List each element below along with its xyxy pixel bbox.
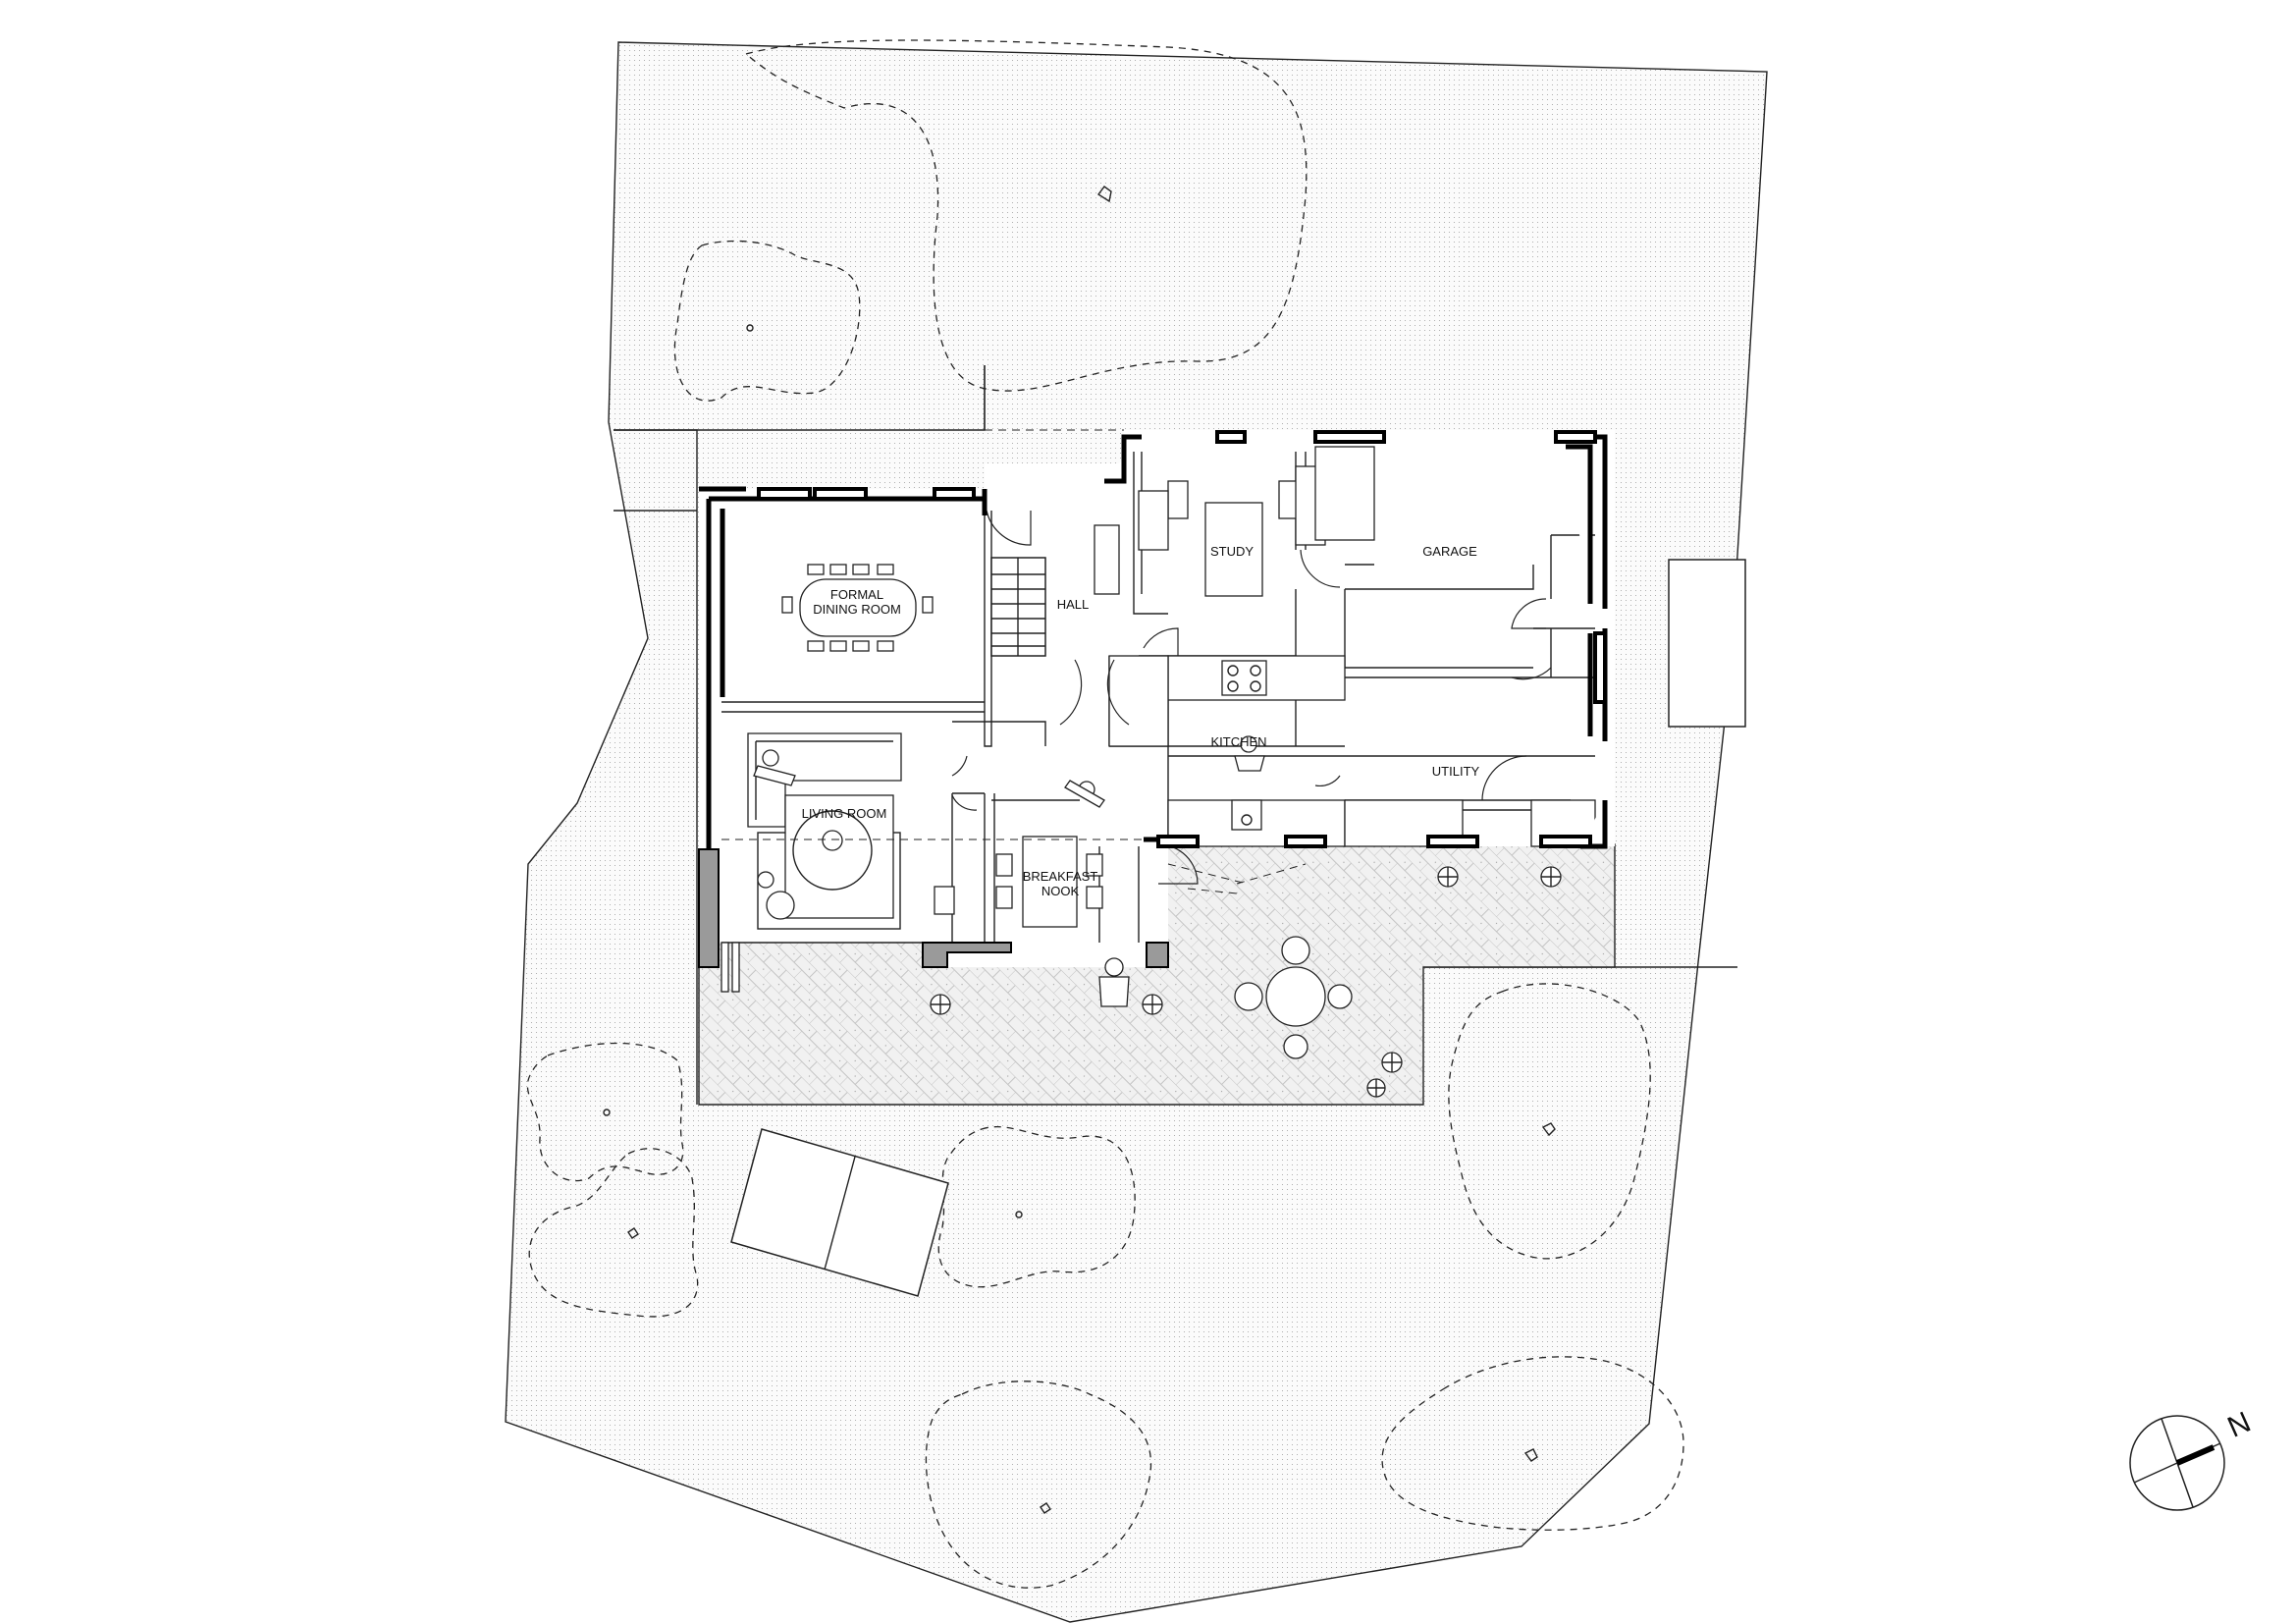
hob-icon (1221, 660, 1267, 696)
staircase (990, 557, 1046, 657)
chair-icon (934, 886, 955, 915)
tree-canopy (744, 39, 1308, 392)
room-label-study: STUDY (1210, 544, 1254, 559)
person-icon (1064, 780, 1105, 808)
room-label-formal-dining-line: FORMAL (830, 587, 883, 602)
person-icon (1234, 735, 1265, 772)
room-label-garage: GARAGE (1422, 544, 1477, 559)
room-label-kitchen: KITCHEN (1210, 734, 1266, 749)
tree-canopy (1448, 983, 1651, 1260)
windows (757, 430, 1607, 848)
living-room-rug (757, 794, 901, 930)
trees (526, 39, 1684, 1589)
tree-canopy (1381, 1356, 1684, 1531)
sink-icon (1231, 799, 1262, 831)
shrub-icon (1142, 994, 1163, 1015)
shrubs (930, 866, 1562, 1098)
overhead-lines (721, 429, 1307, 894)
shrub-icon (1366, 1078, 1386, 1098)
garage-shelves (1094, 446, 1375, 595)
room-label-hall: HALL (1057, 597, 1090, 612)
shrub-icon (1437, 866, 1459, 888)
north-label: N (2223, 1406, 2256, 1444)
shrub-icon (930, 994, 951, 1015)
patio-table (1234, 936, 1353, 1059)
shrub-icon (1540, 866, 1562, 888)
tree-canopy (925, 1380, 1152, 1589)
room-label-breakfast-nook-line: NOOK (1041, 884, 1080, 898)
living-room-sofa (747, 732, 902, 828)
north-arrow-icon: N (2129, 1406, 2256, 1511)
house (698, 429, 1615, 993)
tree-canopy (937, 1125, 1136, 1288)
tree-canopy (673, 240, 861, 402)
person-icon (1098, 957, 1130, 1007)
breakfast-table (995, 836, 1103, 928)
person-icon (753, 749, 796, 786)
parking-pad (1668, 559, 1746, 728)
room-label-breakfast-nook-line: BREAKFAST (1023, 869, 1098, 884)
terrace-edge (698, 848, 1169, 993)
shrub-icon (1381, 1052, 1403, 1073)
tree-canopy (526, 1042, 684, 1182)
room-label-utility: UTILITY (1432, 764, 1480, 779)
room-label-living-room: LIVING ROOM (802, 806, 887, 821)
garden-shed (730, 1128, 949, 1297)
tree-canopy (528, 1148, 699, 1318)
room-label-formal-dining-line: DINING ROOM (813, 602, 901, 617)
dining-table (781, 564, 934, 652)
